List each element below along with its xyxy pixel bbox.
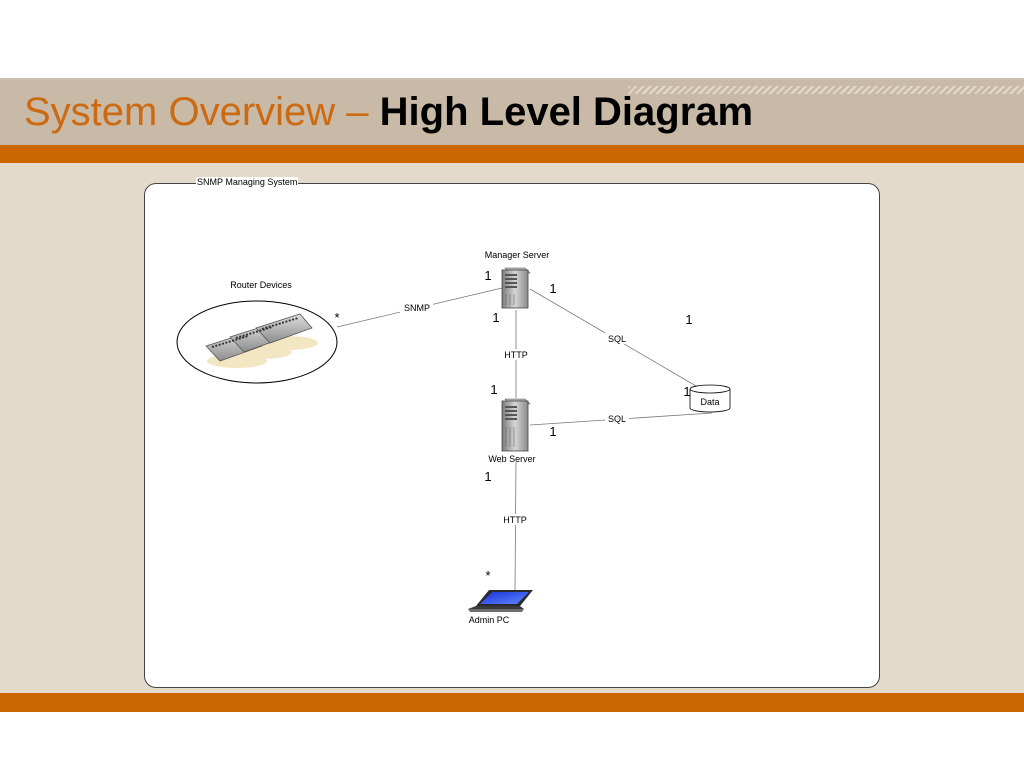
data-label: Data bbox=[700, 397, 719, 407]
multiplicity-data-sql-web: 1 bbox=[683, 384, 690, 399]
multiplicity-data-sql-manager: 1 bbox=[685, 312, 692, 327]
snmp-system-label: SNMP Managing System bbox=[196, 177, 299, 187]
protocol-label-http-web-admin: HTTP bbox=[503, 515, 527, 525]
multiplicity-web-sql: 1 bbox=[549, 424, 556, 439]
protocol-label-sql-manager-data: SQL bbox=[608, 334, 626, 344]
database-icon bbox=[689, 384, 731, 413]
slide-title-part2: High Level Diagram bbox=[379, 90, 754, 134]
footer-accent-bar bbox=[0, 693, 1024, 712]
multiplicity-manager-http: 1 bbox=[492, 310, 499, 325]
multiplicity-web-http-admin: 1 bbox=[484, 469, 491, 484]
protocol-label-http-manager-web: HTTP bbox=[504, 350, 528, 360]
web-server-icon bbox=[501, 398, 531, 452]
slide-title-part1: System Overview – bbox=[24, 90, 380, 134]
laptop-icon bbox=[468, 590, 533, 612]
top-margin bbox=[0, 0, 1024, 78]
manager-server-icon bbox=[501, 267, 531, 309]
header-hatch-decoration bbox=[628, 86, 1024, 94]
protocol-label-snmp: SNMP bbox=[404, 303, 430, 313]
multiplicity-router-snmp: * bbox=[334, 310, 339, 325]
protocol-label-sql-web-data: SQL bbox=[608, 414, 626, 424]
web-server-label: Web Server bbox=[488, 454, 535, 464]
header-accent-bar bbox=[0, 145, 1024, 163]
multiplicity-manager-sql: 1 bbox=[549, 281, 556, 296]
multiplicity-manager-snmp: 1 bbox=[484, 268, 491, 283]
manager-server-label: Manager Server bbox=[485, 250, 550, 260]
slide-title: System Overview – High Level Diagram bbox=[24, 86, 753, 138]
multiplicity-admin-http: * bbox=[485, 568, 490, 583]
admin-pc-label: Admin PC bbox=[469, 615, 510, 625]
multiplicity-web-http-manager: 1 bbox=[490, 382, 497, 397]
bottom-margin bbox=[0, 712, 1024, 768]
link-web-admin bbox=[514, 461, 517, 591]
router-icon bbox=[205, 313, 318, 368]
router-devices-label: Router Devices bbox=[230, 280, 292, 290]
header-top-rule bbox=[0, 78, 1024, 80]
